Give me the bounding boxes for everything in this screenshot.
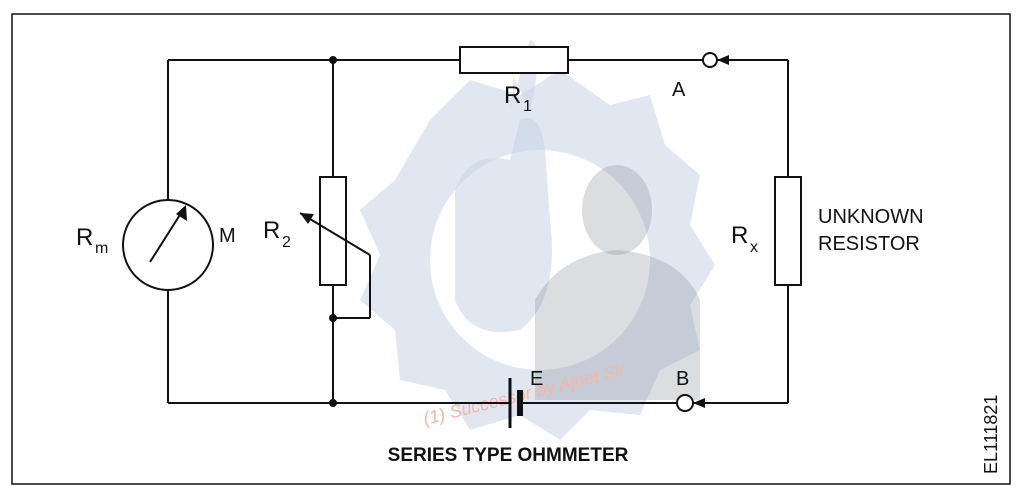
label-a: A (672, 79, 686, 101)
watermark-logo (360, 40, 715, 440)
label-rx: R (731, 222, 748, 249)
meter-needle-head (176, 205, 187, 221)
meter-needle (149, 209, 184, 263)
label-r1-sub: 1 (523, 98, 532, 115)
label-resistor: RESISTOR (818, 233, 920, 255)
label-b: B (676, 368, 689, 390)
r2-arrow-head (300, 213, 314, 224)
terminal-b-arrow (693, 398, 705, 408)
terminal-b (676, 394, 694, 412)
label-rx-sub: x (750, 239, 758, 256)
terminal-a (702, 52, 718, 68)
label-r2: R (263, 217, 280, 244)
watermark-person (535, 165, 700, 400)
label-r1: R (504, 82, 521, 109)
terminal-a-arrow (717, 55, 729, 65)
figure-code: EL111821 (981, 395, 1001, 474)
r2-variable-arrow (299, 212, 371, 256)
junction-wiper (329, 314, 337, 322)
label-rm: R (76, 224, 93, 251)
junction-top (329, 56, 337, 64)
label-e: E (530, 368, 543, 390)
junction-bottom (329, 399, 337, 407)
rx-resistor (774, 176, 802, 286)
diagram-caption: SERIES TYPE OHMMETER (388, 445, 629, 466)
meter-circle (122, 199, 214, 291)
label-unknown: UNKNOWN (818, 206, 924, 228)
r2-resistor (319, 176, 347, 286)
label-rm-sub: m (95, 240, 108, 257)
figure-border (11, 13, 1011, 485)
r1-resistor (459, 46, 569, 74)
label-m: M (219, 225, 236, 247)
circuit-wires (167, 59, 789, 404)
label-r2-sub: 2 (282, 234, 291, 251)
